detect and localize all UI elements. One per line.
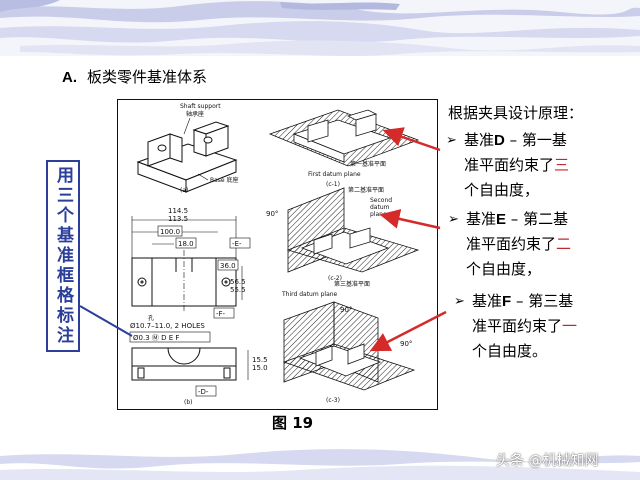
dim-36: 36.0 (220, 262, 236, 270)
label-a: (a) (180, 187, 188, 194)
bullet-text: 准平面约束了 (472, 317, 563, 335)
angle-c3-top: 90° (340, 306, 352, 314)
label-c1: (c-1) (326, 181, 340, 188)
label-b: (b) (184, 399, 193, 406)
bullet-text: – 第二基 (506, 210, 569, 228)
dim-15-5: 15.5 (252, 356, 268, 364)
side-label: 用三个基准框格标注 (46, 160, 80, 352)
dim-15-0: 15.0 (252, 364, 268, 372)
bullet-arrow-icon: ➢ (448, 212, 459, 227)
bullet-text: 准平面约束了 (466, 235, 557, 253)
dim-113-5: 113.5 (168, 215, 188, 223)
arrow-datum-d (382, 127, 441, 152)
dof-count: 二 (556, 235, 572, 253)
figure-drawing: Shaft support 轴承座 Base 底座 (a) (117, 99, 438, 410)
arrow-datum-f (369, 310, 447, 352)
dim-114-5: 114.5 (168, 207, 188, 215)
second-plane-en-2: datum (370, 204, 390, 211)
datum-letter: F (502, 293, 512, 310)
bullet-datum-d: ➢ 基准D – 第一基 准平面约束了三 个自由度， (446, 128, 570, 203)
label-c2: (c-2) (328, 275, 342, 282)
label-shaft-support-cn: 轴承座 (186, 110, 204, 118)
dof-count: 三 (554, 156, 570, 174)
part-c2 (286, 187, 420, 273)
bullet-text: 准平面约束了 (464, 156, 555, 174)
bullet-text: – 第三基 (511, 292, 574, 310)
hole-cn: 孔 (148, 314, 154, 322)
section-title: A. 板类零件基准体系 (62, 66, 207, 87)
header-decoration (0, 0, 640, 56)
hole-note: Ø10.7–11.0, 2 HOLES (130, 322, 205, 330)
first-plane-en: First datum plane (308, 171, 361, 178)
datum-letter: E (496, 211, 507, 228)
datum-letter: D (494, 132, 505, 149)
label-base: Base 底座 (210, 176, 239, 184)
figure-caption: 图 19 (272, 414, 314, 432)
arrow-datum-e (379, 209, 441, 230)
datum-f: -F- (216, 310, 226, 318)
section-letter: A. (62, 69, 77, 86)
datum-e: -E- (232, 240, 242, 248)
bullet-datum-f: ➢ 基准F – 第三基 准平面约束了一 个自由度。 (454, 289, 578, 364)
bullet-text: 个自由度， (464, 181, 540, 199)
dim-100: 100.0 (160, 228, 180, 236)
second-plane-en-1: Second (370, 197, 392, 204)
watermark: 头条 @机械知网 (496, 453, 599, 469)
third-plane-en: Third datum plane (281, 291, 338, 298)
label-shaft-support: Shaft support (180, 103, 221, 110)
angle-c2: 90° (266, 210, 278, 218)
bullet-text: 基准 (466, 210, 497, 228)
drawing-b (131, 250, 237, 381)
principle-heading: 根据夹具设计原理： (448, 104, 584, 122)
bullet-text: 个自由度。 (472, 342, 548, 360)
dim-18: 18.0 (178, 240, 194, 248)
label-c3: (c-3) (326, 397, 340, 404)
bullet-arrow-icon: ➢ (454, 294, 465, 309)
part-c1 (268, 109, 420, 167)
bullet-text: 基准 (464, 131, 495, 149)
pointer-to-fcf (79, 305, 133, 337)
part-c3 (282, 301, 416, 391)
feature-control-frame: Ø0.3 Ⓜ D E F (133, 334, 179, 342)
bullet-text: – 第一基 (504, 131, 567, 149)
section-heading: 板类零件基准体系 (87, 68, 208, 86)
dof-count: 一 (562, 317, 578, 335)
bullet-arrow-icon: ➢ (446, 133, 457, 148)
dim-55-5: 55.5 (230, 286, 246, 294)
second-plane-en-3: plane (370, 211, 387, 218)
third-plane-cn: 第三基准平面 (334, 280, 370, 288)
bullet-text: 基准 (472, 292, 503, 310)
footer-decoration (0, 446, 640, 480)
angle-c3-right: 90° (400, 340, 412, 348)
datum-d: -D- (198, 388, 209, 396)
first-plane-cn: 第一基准平面 (350, 160, 386, 168)
dim-56-5: 56.5 (230, 278, 246, 286)
second-plane-cn: 第二基准平面 (348, 186, 384, 194)
bullet-datum-e: ➢ 基准E – 第二基 准平面约束了二 个自由度， (448, 207, 572, 282)
bullet-text: 个自由度， (466, 260, 542, 278)
part-isometric-a (136, 121, 238, 193)
